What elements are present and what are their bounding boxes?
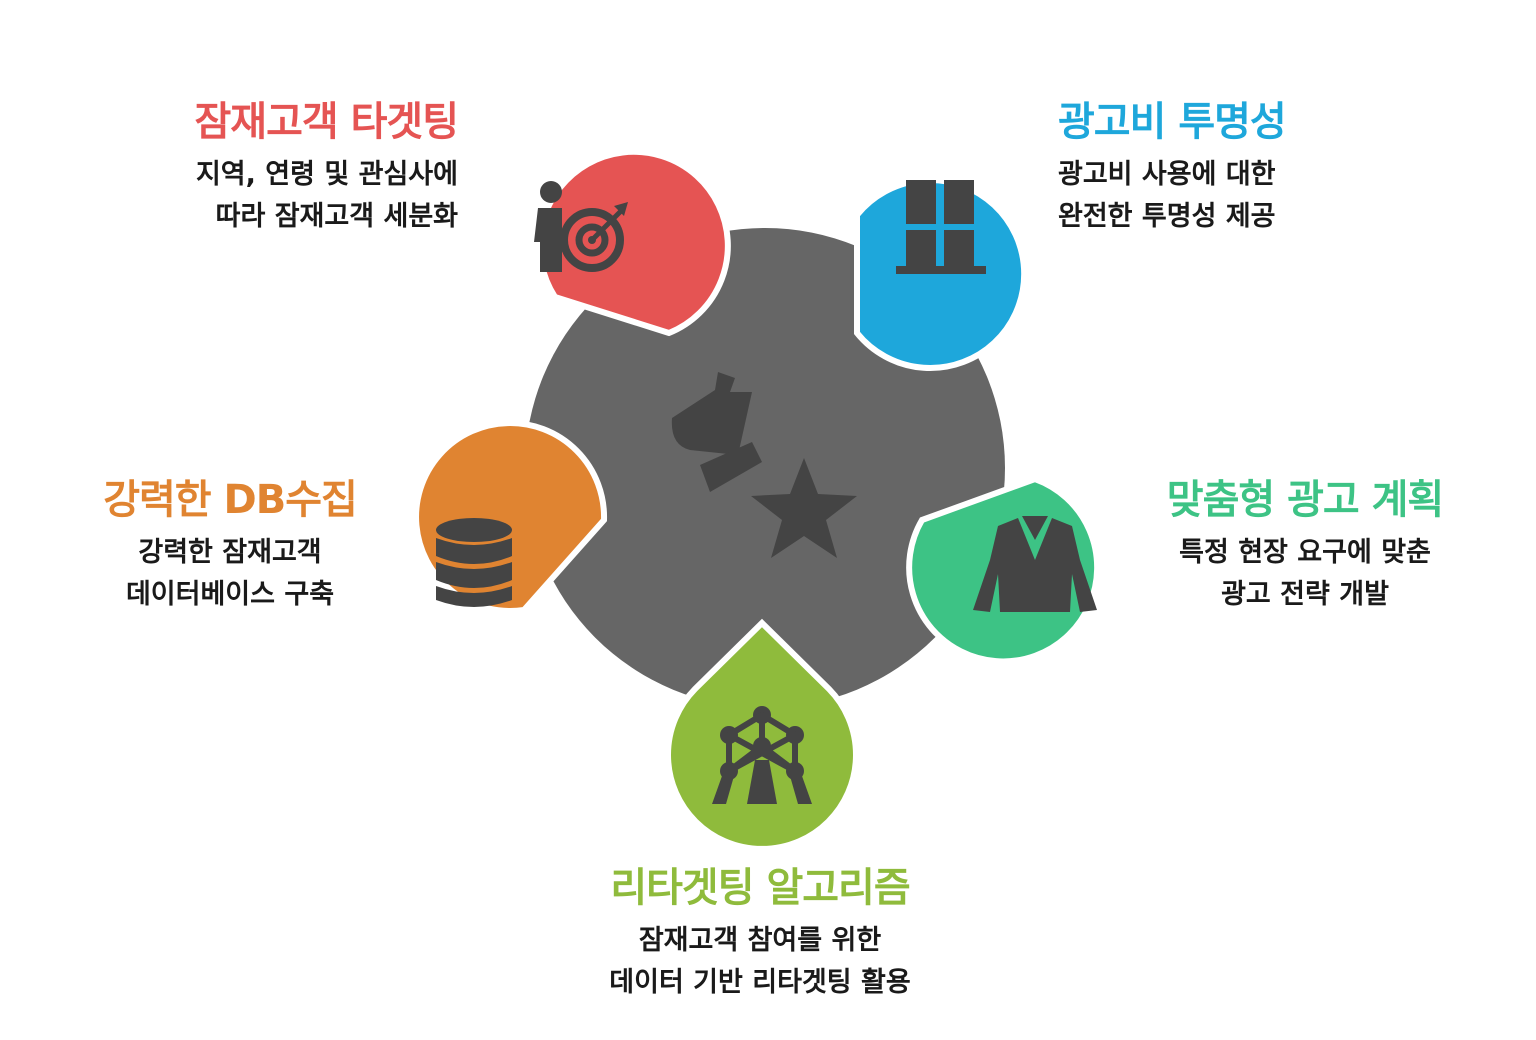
transparency-title: 광고비 투명성 — [1058, 99, 1287, 145]
db-desc-line2: 데이터베이스 구축 — [125, 579, 335, 610]
label-custom-plan: 맞춤형 광고 계획 특정 현장 요구에 맞춘 광고 전략 개발 — [1150, 476, 1460, 616]
hammer-icon — [671, 372, 762, 492]
targeting-desc-line2: 따라 잠재고객 세분화 — [215, 201, 458, 232]
custom-plan-desc-line1: 특정 현장 요구에 맞춘 — [1179, 537, 1431, 568]
database-icon — [436, 518, 512, 607]
db-title: 강력한 DB수집 — [103, 477, 358, 523]
retargeting-desc: 잠재고객 참여를 위한 데이터 기반 리타겟팅 활용 — [560, 920, 960, 1004]
db-desc-line1: 강력한 잠재고객 — [138, 537, 322, 568]
retargeting-desc-line1: 잠재고객 참여를 위한 — [638, 925, 882, 956]
label-retargeting: 리타겟팅 알고리즘 잠재고객 참여를 위한 데이터 기반 리타겟팅 활용 — [560, 864, 960, 1004]
person-target-icon — [534, 181, 628, 272]
custom-plan-desc: 특정 현장 요구에 맞춘 광고 전략 개발 — [1150, 532, 1460, 616]
custom-plan-node — [906, 475, 1101, 665]
transparency-node — [854, 177, 1028, 371]
atomium-icon — [712, 706, 812, 804]
retargeting-node — [665, 618, 859, 852]
targeting-title: 잠재고객 타겟팅 — [194, 99, 459, 145]
label-targeting: 잠재고객 타겟팅 지역, 연령 및 관심사에 따라 잠재고객 세분화 — [194, 98, 459, 238]
targeting-desc-line1: 지역, 연령 및 관심사에 — [195, 159, 458, 190]
transparency-desc-line2: 완전한 투명성 제공 — [1058, 201, 1276, 232]
custom-plan-desc-line2: 광고 전략 개발 — [1221, 579, 1389, 610]
db-node — [413, 420, 608, 615]
retargeting-title: 리타겟팅 알고리즘 — [610, 865, 910, 911]
label-transparency: 광고비 투명성 광고비 사용에 대한 완전한 투명성 제공 — [1058, 98, 1287, 238]
transparency-desc-line1: 광고비 사용에 대한 — [1058, 159, 1276, 190]
window-icon — [896, 180, 986, 274]
star-icon — [751, 458, 857, 558]
targeting-desc: 지역, 연령 및 관심사에 따라 잠재고객 세분화 — [194, 154, 458, 238]
label-db: 강력한 DB수집 강력한 잠재고객 데이터베이스 구축 — [80, 476, 380, 616]
transparency-desc: 광고비 사용에 대한 완전한 투명성 제공 — [1058, 154, 1286, 238]
db-desc: 강력한 잠재고객 데이터베이스 구축 — [80, 532, 380, 616]
custom-plan-title: 맞춤형 광고 계획 — [1166, 477, 1444, 523]
targeting-node — [534, 148, 731, 337]
retargeting-desc-line2: 데이터 기반 리타겟팅 활용 — [609, 967, 911, 998]
suit-icon — [973, 516, 1097, 612]
